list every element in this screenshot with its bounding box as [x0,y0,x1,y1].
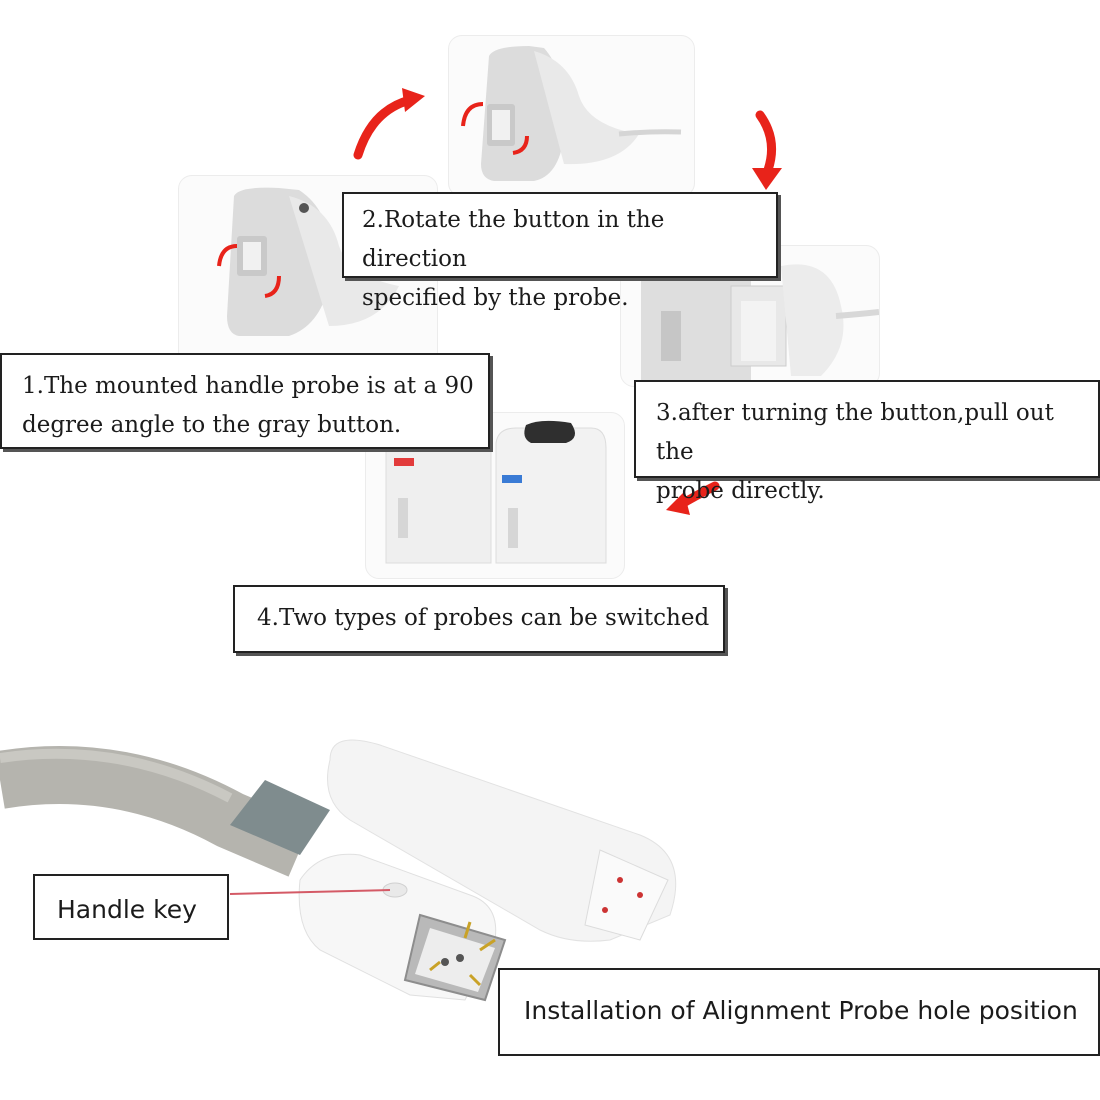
step3-text-line1: 3.after turning the button,pull out the [656,400,1054,465]
step4-probes-illustration [385,420,607,564]
step1-label: 1.The mounted handle probe is at a 90 de… [0,353,490,449]
step3-text-line2: probe directly. [656,478,825,504]
step2-device-illustration [481,46,682,181]
step3-device-illustration [641,264,879,386]
step1-rotate-arrows [217,244,281,298]
handle-key-text: Handle key [57,895,197,924]
step2-rotate-arrows [461,102,529,155]
step2-text-line2: specified by the probe. [362,285,629,311]
step4-label: 4.Two types of probes can be switched [233,585,725,653]
handle-key-label: Handle key [33,874,229,940]
installation-label: Installation of Alignment Probe hole pos… [498,968,1100,1056]
handle-probe-illustration [0,739,677,1002]
step1-text-line2: degree angle to the gray button. [22,412,402,438]
step4-text-line1: 4.Two types of probes can be switched [257,605,710,631]
installation-text: Installation of Alignment Probe hole pos… [524,996,1078,1025]
step3-label: 3.after turning the button,pull out the … [634,380,1100,504]
step2-label: 2.Rotate the button in the direction spe… [342,192,778,311]
step2-device-panel [448,35,695,197]
step1-text-line1: 1.The mounted handle probe is at a 90 [22,373,474,399]
step2-text-line1: 2.Rotate the button in the direction [362,207,665,272]
